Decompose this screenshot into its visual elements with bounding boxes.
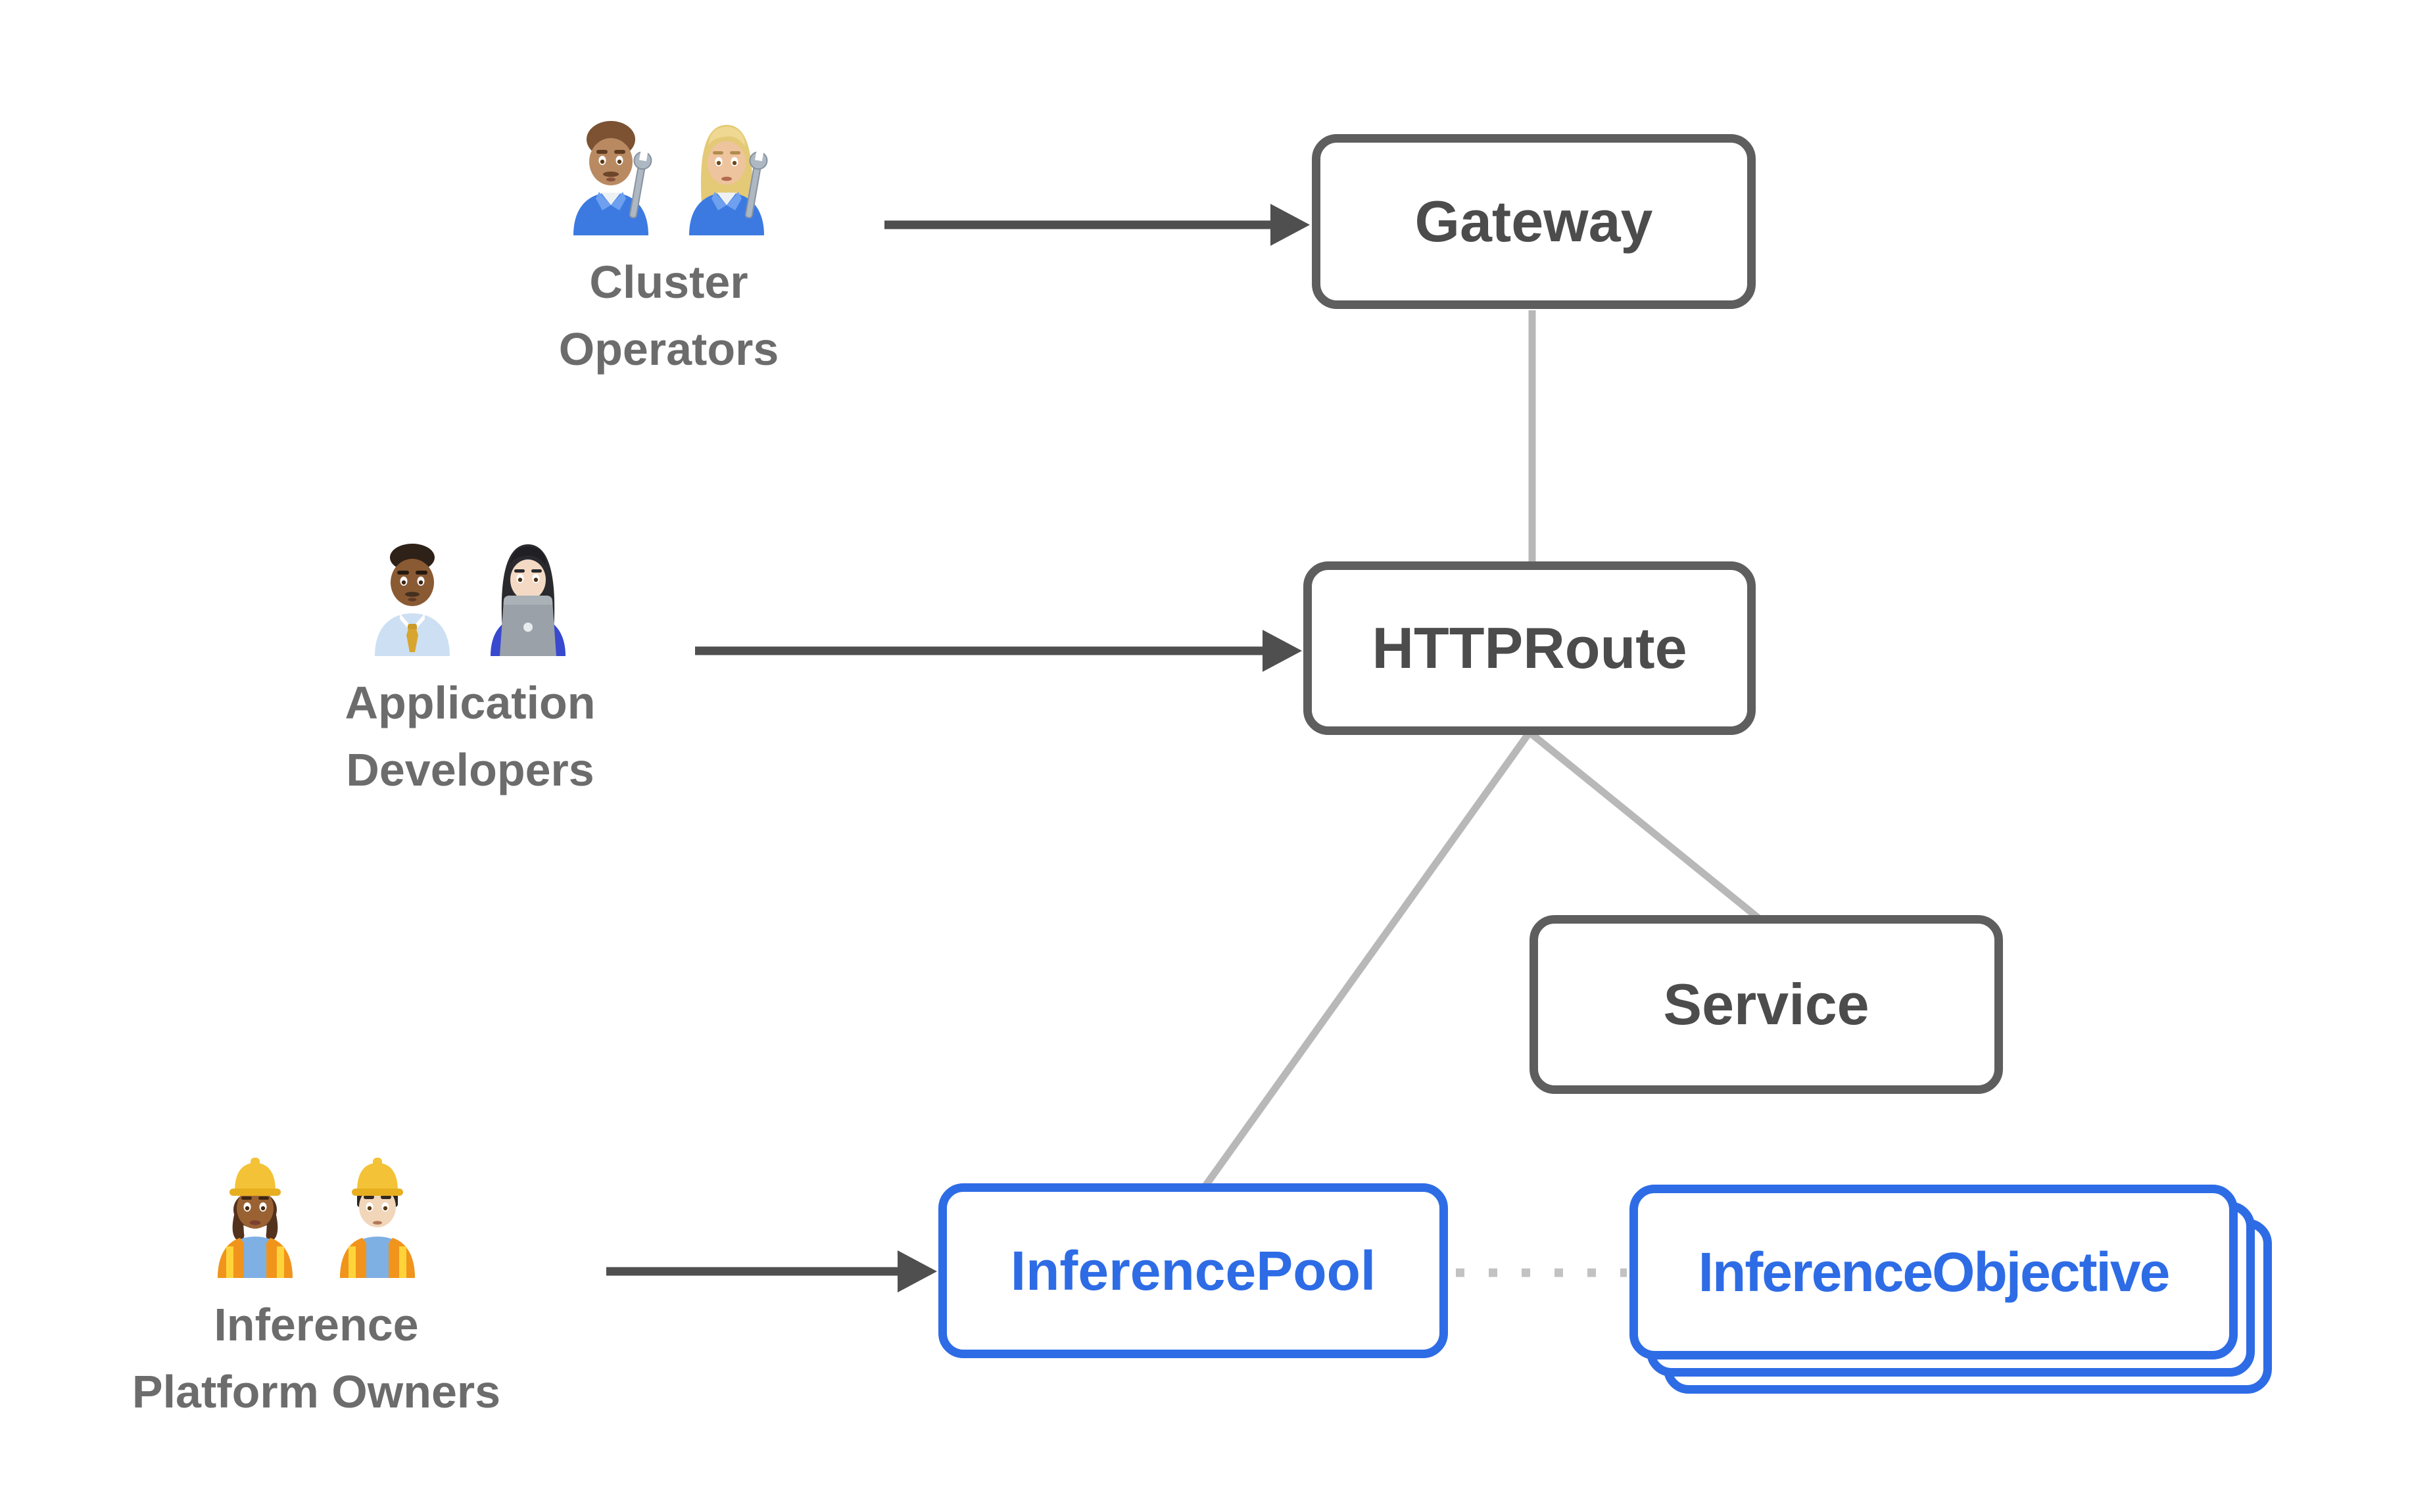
edge-clusteroperators-gateway [884,204,1310,246]
inference-platform-owners-label: Inference Platform Owners [132,1291,500,1425]
woman-technologist-icon [491,544,566,656]
man-construction-worker-icon [340,1158,415,1278]
man-mechanic-icon [573,121,652,235]
edge-httproute-service [1527,729,1762,922]
node-gateway: Gateway [1312,134,1756,309]
actor-label-line: Cluster [589,256,748,308]
edge-platformowners-inferencepool [606,1250,937,1292]
actor-label-line: Inference [214,1299,419,1350]
actor-application-developers: Application Developers [174,527,766,803]
node-httproute-label: HTTPRoute [1372,615,1687,680]
node-gateway-label: Gateway [1414,189,1653,254]
node-inferencepool: InferencePool [938,1183,1448,1358]
node-inferenceobjective: InferenceObjective [1629,1185,2274,1395]
woman-construction-worker-icon [218,1158,293,1278]
man-office-worker-icon [375,544,450,656]
node-httproute: HTTPRoute [1303,561,1756,735]
application-developers-icons [363,527,577,656]
edge-appdevelopers-httproute [695,630,1302,672]
woman-mechanic-icon [689,125,768,235]
application-developers-label: Application Developers [345,669,595,803]
cluster-operators-label: Cluster Operators [559,248,779,383]
actor-inference-platform-owners: Inference Platform Owners [20,1149,612,1425]
inference-platform-owners-icons [206,1149,427,1278]
node-inferencepool-label: InferencePool [1010,1239,1376,1302]
actor-label-line: Operators [558,323,779,375]
actor-label-line: Platform Owners [132,1366,501,1417]
actor-label-line: Developers [346,744,594,795]
cluster-operators-icons [562,106,776,235]
actor-cluster-operators: Cluster Operators [373,106,965,383]
edge-httproute-inferencepool [1202,730,1533,1189]
node-service: Service [1530,915,2003,1094]
actor-label-line: Application [345,677,596,728]
inferenceobjective-front-card: InferenceObjective [1629,1185,2238,1359]
node-inferenceobjective-label: InferenceObjective [1698,1240,2171,1303]
node-service-label: Service [1663,972,1869,1037]
